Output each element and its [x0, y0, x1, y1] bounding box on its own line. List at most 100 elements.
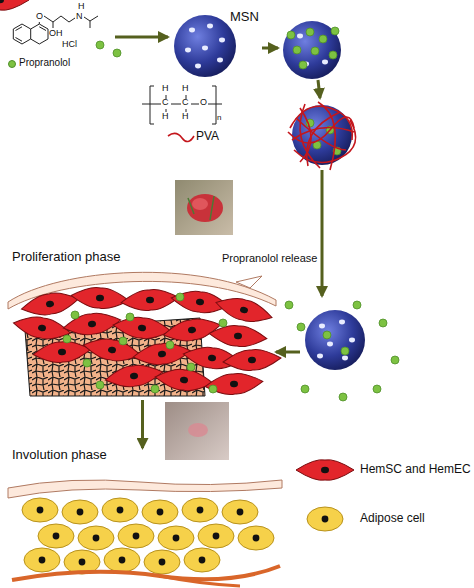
released-msn	[373, 385, 381, 393]
proliferation-tissue	[236, 276, 262, 288]
green-dots-free	[96, 41, 104, 49]
hemangioma-photo	[175, 180, 233, 235]
released-msn	[319, 324, 325, 329]
proliferation-tissue	[154, 367, 214, 394]
proliferation-tissue	[71, 311, 79, 319]
released-msn	[353, 301, 361, 309]
loaded-msn	[283, 21, 341, 79]
proliferation-tissue	[208, 323, 268, 349]
pva-structure	[150, 86, 154, 124]
involution-tissue	[184, 548, 220, 572]
legend-swatch	[8, 60, 16, 68]
released-msn	[349, 338, 355, 343]
msn-sphere	[174, 15, 236, 77]
involution-tissue	[144, 550, 180, 574]
proliferation-tissue	[63, 293, 227, 393]
legend-samples	[307, 507, 343, 531]
proliferation-tissue	[70, 285, 130, 311]
pva-coated-msn	[300, 104, 320, 168]
proliferation-tissue	[62, 310, 122, 338]
loaded-msn	[331, 27, 339, 35]
released-msn	[342, 356, 348, 361]
pva-coated-msn	[288, 117, 354, 143]
hemangioma-photo	[188, 196, 214, 220]
proliferation-tissue	[126, 313, 134, 321]
proliferation-tissue	[119, 337, 127, 345]
label-text: C	[182, 98, 189, 108]
label-text: Propranolol release	[222, 252, 317, 264]
involution-tissue	[22, 498, 58, 522]
legend-text: HemSC and HemEC	[360, 463, 471, 476]
released-msn	[301, 385, 309, 393]
involution-tissue	[222, 500, 258, 524]
proliferation-tissue	[120, 287, 180, 313]
proliferation-tissue	[0, 0, 282, 397]
proliferation-tissue	[0, 0, 29, 10]
label-text: C	[162, 98, 169, 108]
node-text: N	[76, 12, 83, 22]
flow-arrow	[115, 36, 168, 39]
hemangioma-photo	[192, 198, 208, 210]
node-text: HCl	[62, 40, 77, 50]
released-msn	[339, 393, 347, 401]
loaded-msn	[329, 51, 337, 59]
loaded-msn	[283, 21, 341, 79]
legend-samples	[296, 460, 354, 531]
involution-tissue	[8, 480, 282, 498]
involution-tissue	[12, 566, 280, 580]
pva-coated-msn	[288, 102, 356, 170]
propranolol-molecule	[13, 16, 98, 44]
node-text: Proliferation phase	[12, 250, 120, 264]
involution-tissue	[198, 524, 234, 548]
label-text: H	[182, 112, 189, 122]
involution-tissue	[102, 498, 138, 522]
pva-structure	[212, 86, 216, 124]
pva-structure	[168, 133, 194, 141]
label-text: n	[217, 114, 221, 123]
msn-sphere	[189, 28, 195, 33]
label-text: H	[162, 112, 169, 122]
released-msn	[327, 342, 333, 347]
proliferation-tissue	[162, 315, 223, 345]
released-msn	[317, 320, 355, 361]
involution-photo	[188, 423, 208, 437]
msn-sphere	[185, 48, 191, 53]
loaded-msn	[311, 47, 319, 55]
green-dots-free	[96, 41, 121, 57]
involution-tissue	[78, 526, 114, 550]
proliferation-tissue	[222, 348, 281, 373]
involution-tissue	[182, 498, 218, 522]
propranolol-molecule	[44, 16, 75, 22]
pva-coated-msn	[288, 102, 356, 170]
msn-sphere	[207, 24, 213, 29]
proliferation-tissue	[176, 293, 184, 301]
involution-tissue	[118, 524, 154, 548]
proliferation-tissue	[63, 335, 71, 343]
loaded-msn	[306, 28, 314, 36]
msn-sphere	[217, 58, 223, 63]
proliferation-tissue	[166, 341, 174, 349]
proliferation-tissue	[187, 363, 195, 371]
msn-sphere	[195, 64, 201, 69]
legend-text: Adipose cell	[360, 512, 425, 525]
involution-tissue	[160, 576, 240, 586]
msn-sphere	[174, 15, 236, 77]
msn-sphere-node: MSN	[168, 10, 258, 80]
involution-tissue	[238, 526, 274, 550]
msn-arrows	[262, 48, 322, 352]
node-text: O	[36, 12, 43, 22]
loaded-msn	[287, 31, 295, 39]
label-text: PVA	[196, 130, 219, 143]
released-msn	[391, 356, 399, 364]
proliferation-tissue	[12, 285, 282, 397]
pva-coated-msn	[318, 102, 335, 170]
involution-tissue	[104, 548, 140, 572]
node-text: OH	[49, 29, 63, 39]
proliferation-tissue	[32, 339, 92, 365]
msn-sphere	[219, 38, 225, 43]
loaded-msn	[297, 34, 303, 39]
released-msn	[323, 331, 331, 339]
involution-tissue	[38, 524, 74, 548]
molecule: OHNOHHCl	[5, 2, 115, 64]
